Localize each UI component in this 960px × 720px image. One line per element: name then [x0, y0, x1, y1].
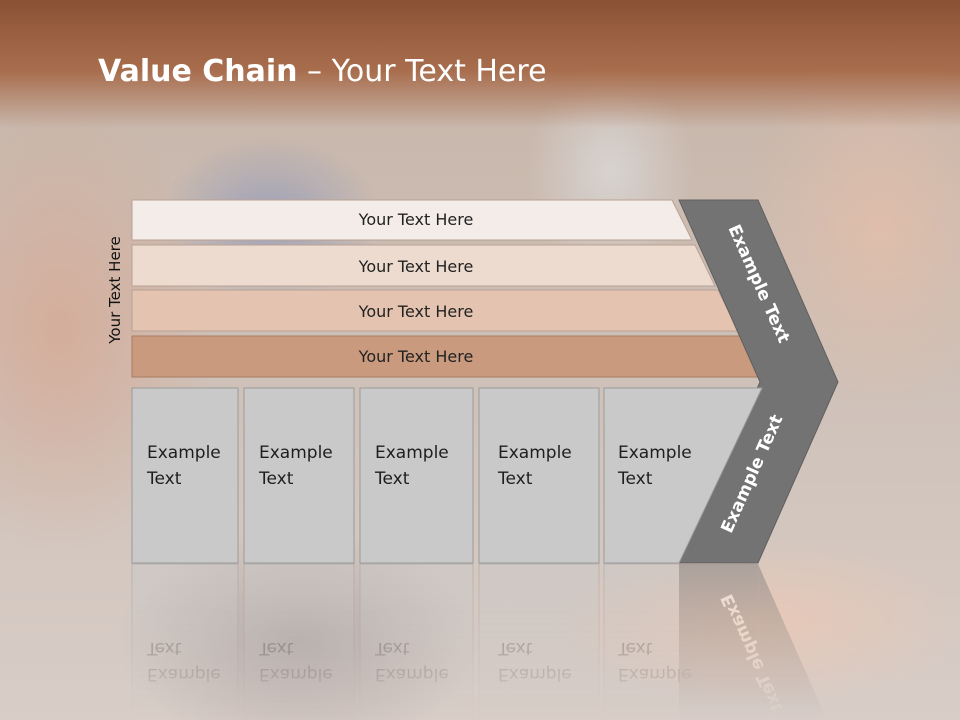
- chevron-arrow: [678, 199, 839, 564]
- reflection-box-5-line2: Text: [617, 638, 653, 658]
- reflection-box-2-line2: Text: [258, 638, 294, 658]
- title-rest: – Your Text Here: [297, 54, 547, 89]
- box-1-line1: Example: [147, 443, 221, 463]
- box-2: Example Text: [243, 387, 355, 564]
- title-bold: Value Chain: [98, 54, 298, 89]
- reflection-box-4-line2: Text: [497, 638, 533, 658]
- reflection-box-3-line1: Example: [375, 664, 449, 684]
- reflection-chevron-tip: [758, 564, 827, 720]
- bar-row-4: Your Text Here: [131, 335, 763, 378]
- reflection-box-4: [478, 563, 600, 720]
- reflection-box-1: [131, 563, 239, 720]
- box-3-line1: Example: [375, 443, 449, 463]
- reflection-box-2: [243, 563, 355, 720]
- reflection-box-3: [359, 563, 474, 720]
- box-4: Example Text: [478, 387, 600, 564]
- bar-label-4: Your Text Here: [358, 347, 474, 366]
- box-shape-3: [359, 387, 474, 564]
- bar-label-2: Your Text Here: [358, 257, 474, 276]
- box-4-line1: Example: [498, 443, 572, 463]
- reflection-box-1-line1: Example: [147, 664, 221, 684]
- box-shape-2: [243, 387, 355, 564]
- reflection-chevron-base: [679, 564, 760, 720]
- box-5-line2: Text: [617, 469, 653, 489]
- bar-label-3: Your Text Here: [358, 302, 474, 321]
- box-shape-1: [131, 387, 239, 564]
- box-shape-4: [478, 387, 600, 564]
- bar-row-2: Your Text Here: [131, 244, 716, 287]
- reflection-box-2-line1: Example: [259, 664, 333, 684]
- title-banner: [0, 0, 960, 128]
- box-5: Example Text: [603, 387, 763, 564]
- box-shape-5: [603, 387, 763, 564]
- box-1: Example Text: [131, 387, 239, 564]
- box-2-line1: Example: [259, 443, 333, 463]
- reflection-box-1-line2: Text: [146, 638, 182, 658]
- box-5-line1: Example: [618, 443, 692, 463]
- box-1-line2: Text: [146, 469, 182, 489]
- reflection-box-5-line1: Example: [618, 664, 692, 684]
- bar-shape-2: [131, 244, 716, 287]
- bar-shape-1: [131, 199, 693, 241]
- slide-title: Value Chain – Your Text Here: [98, 54, 547, 89]
- box-3: Example Text: [359, 387, 474, 564]
- bar-row-1: Your Text Here: [131, 199, 693, 241]
- box-4-line2: Text: [497, 469, 533, 489]
- reflection: Example Text Example Text Example Text E…: [131, 563, 827, 720]
- reflection-box-3-line2: Text: [374, 638, 410, 658]
- bar-label-1: Your Text Here: [358, 210, 474, 229]
- box-3-line2: Text: [374, 469, 410, 489]
- box-2-line2: Text: [258, 469, 294, 489]
- bar-row-3: Your Text Here: [131, 289, 739, 332]
- reflection-box-4-line1: Example: [498, 664, 572, 684]
